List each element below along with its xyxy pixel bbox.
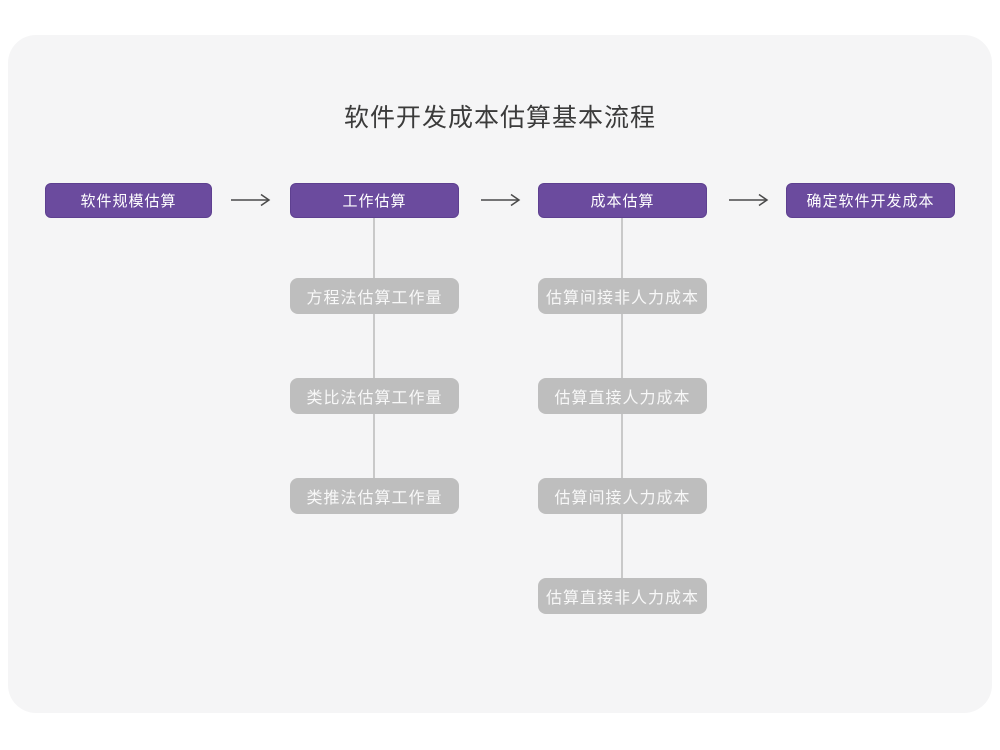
diagram-panel (8, 35, 992, 713)
arrow-right-icon (231, 193, 271, 207)
work-method-node-equation: 方程法估算工作量 (290, 278, 459, 314)
cost-step-node-indirect-labor: 估算间接人力成本 (538, 478, 707, 514)
work-method-node-extrapolation: 类推法估算工作量 (290, 478, 459, 514)
connector-line-work (373, 218, 375, 480)
flow-node-final-cost: 确定软件开发成本 (786, 183, 955, 218)
flow-node-cost-estimation: 成本估算 (538, 183, 707, 218)
flow-node-work-estimation: 工作估算 (290, 183, 459, 218)
cost-step-node-direct-nonlabor: 估算直接非人力成本 (538, 578, 707, 614)
arrow-right-icon (481, 193, 521, 207)
cost-step-node-direct-labor: 估算直接人力成本 (538, 378, 707, 414)
page-title: 软件开发成本估算基本流程 (343, 104, 656, 132)
arrow-right-icon (729, 193, 769, 207)
work-method-node-analogy: 类比法估算工作量 (290, 378, 459, 414)
cost-step-node-indirect-nonlabor: 估算间接非人力成本 (538, 278, 707, 314)
flow-node-scale-estimation: 软件规模估算 (45, 183, 212, 218)
